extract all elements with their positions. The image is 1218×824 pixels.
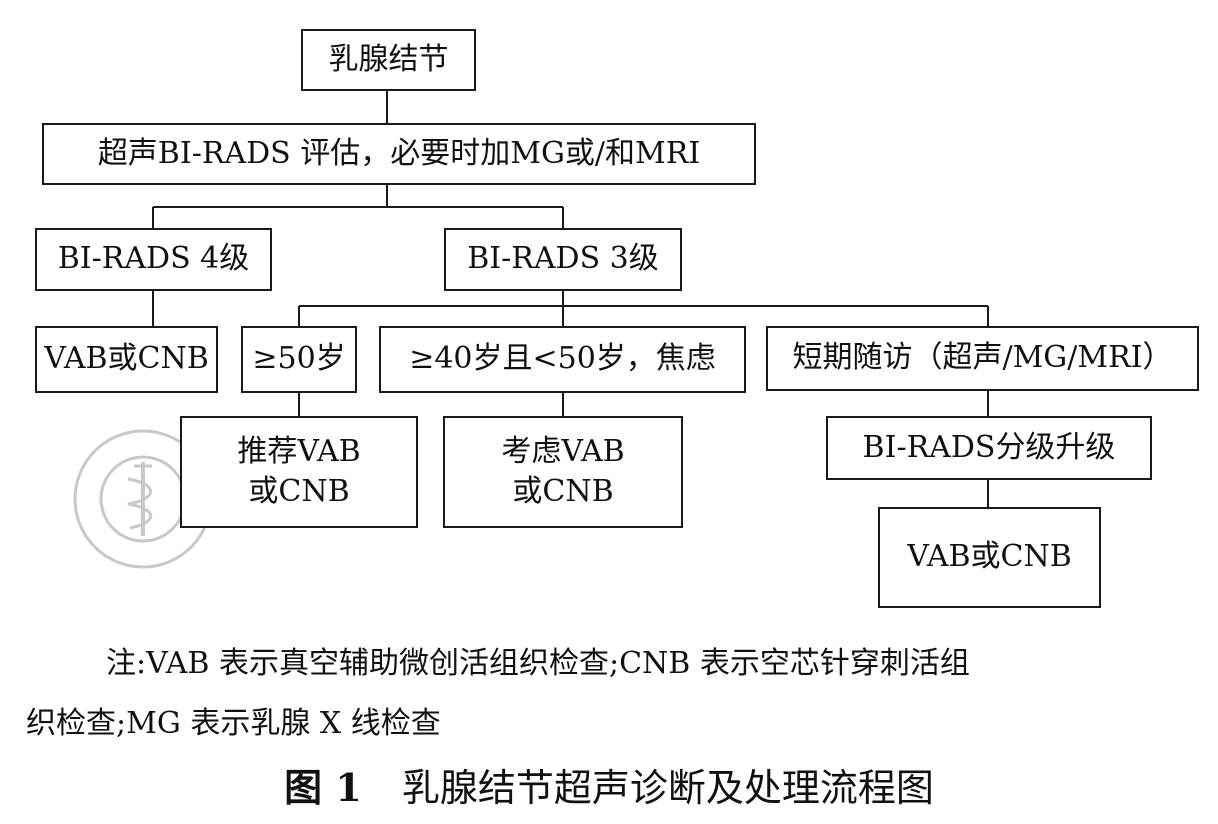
age40-50-anxiety-node: ≥40岁且<50岁，焦虑: [379, 326, 746, 393]
followup-node-label: 短期随访（超声/MG/MRI）: [792, 340, 1173, 376]
consider-line-2: 或CNB: [512, 474, 614, 509]
age50-node-label: ≥50岁: [252, 341, 346, 377]
recommend-line-2: 或CNB: [248, 474, 350, 509]
consider-line-1: 考虑VAB: [501, 433, 625, 469]
birads4-node-label: BI-RADS 4级: [57, 241, 250, 277]
connector-lines: [152, 90, 989, 508]
root-node-label: 乳腺结节: [328, 41, 449, 77]
birads-upgrade-label: BI-RADS分级升级: [862, 429, 1116, 465]
assessment-node: 超声BI-RADS 评估，必要时加MG或/和MRI: [42, 123, 756, 185]
final-action-node: VAB或CNB: [878, 507, 1101, 608]
followup-node: 短期随访（超声/MG/MRI）: [766, 326, 1199, 391]
consider-biopsy-node: 考虑VAB 或CNB: [443, 416, 683, 528]
figure-caption-text: 乳腺结节超声诊断及处理流程图: [401, 766, 934, 810]
birads4-action-node: VAB或CNB: [35, 326, 218, 393]
birads4-node: BI-RADS 4级: [35, 228, 272, 291]
figure-note-line-1: 注:VAB 表示真空辅助微创活组织检查;CNB 表示空芯针穿刺活组: [106, 646, 970, 681]
age40-50-node-label: ≥40岁且<50岁，焦虑: [409, 341, 716, 377]
figure-note-line-2: 织检查;MG 表示乳腺 X 线检查: [26, 706, 441, 741]
assessment-node-label: 超声BI-RADS 评估，必要时加MG或/和MRI: [97, 135, 701, 171]
birads-upgrade-node: BI-RADS分级升级: [826, 416, 1152, 480]
recommend-biopsy-node: 推荐VAB 或CNB: [180, 416, 418, 528]
birads4-action-label: VAB或CNB: [44, 341, 209, 377]
recommend-line-1: 推荐VAB: [237, 433, 361, 469]
figure-caption-label: 图 1: [284, 765, 362, 810]
birads3-node: BI-RADS 3级: [444, 228, 682, 291]
final-action-label: VAB或CNB: [907, 539, 1072, 575]
root-node-breast-nodule: 乳腺结节: [301, 29, 476, 91]
birads3-node-label: BI-RADS 3级: [467, 241, 659, 277]
age50-node: ≥50岁: [241, 326, 357, 393]
figure-caption: 图 1 乳腺结节超声诊断及处理流程图: [0, 758, 1218, 818]
